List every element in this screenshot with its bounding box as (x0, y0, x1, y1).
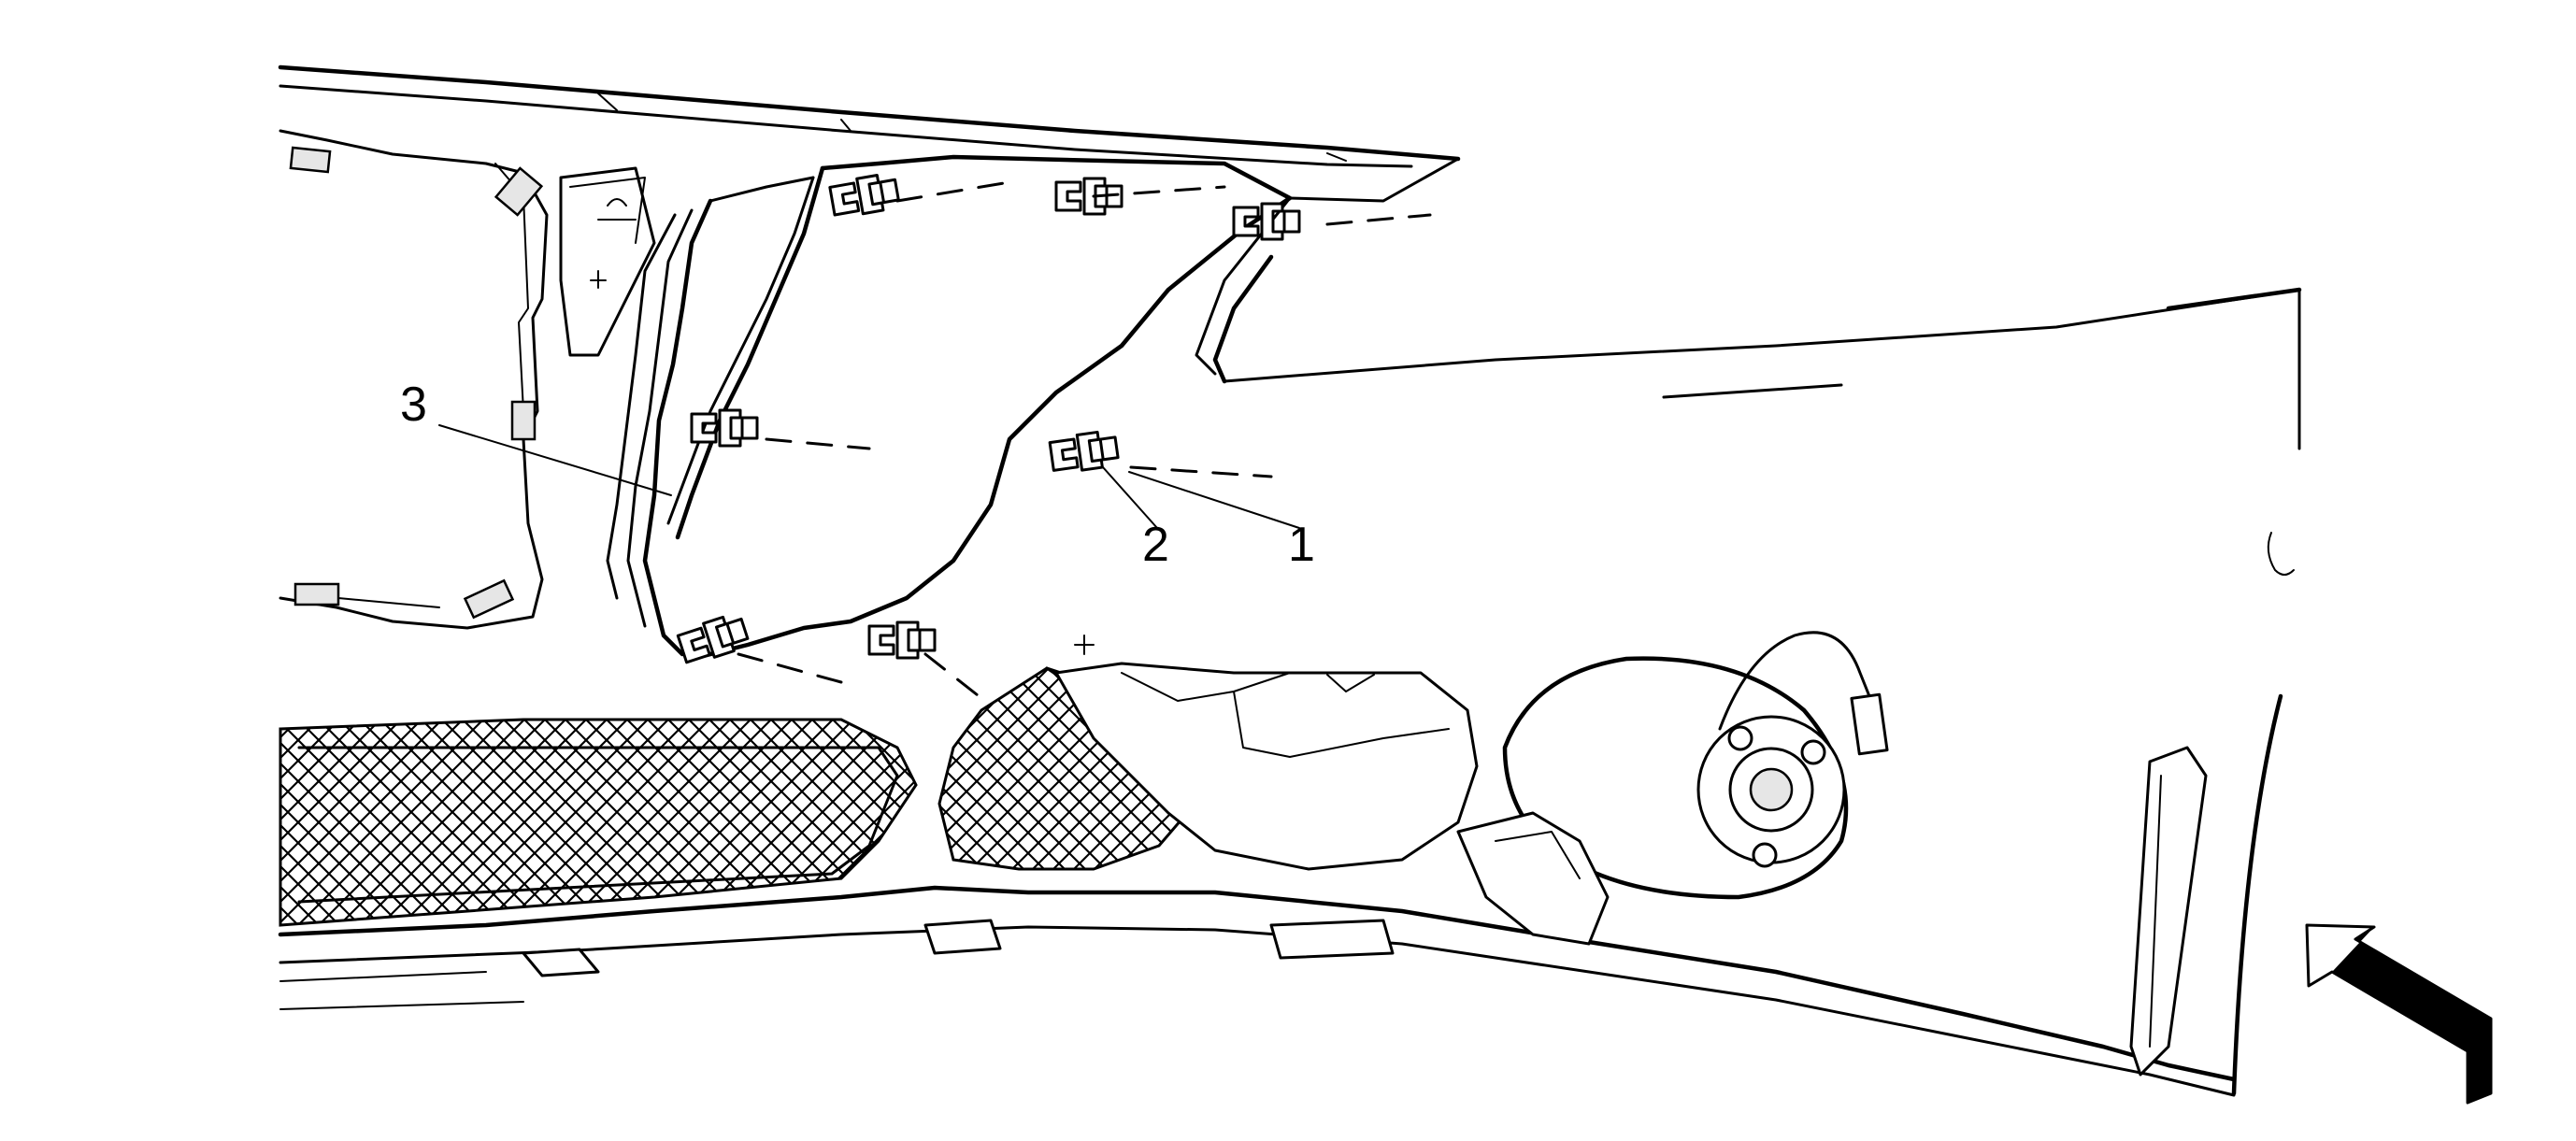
lower-mesh-grille-left (279, 718, 918, 927)
callout-clip-pair (1048, 428, 1273, 478)
upper-fascia-edge (278, 64, 1461, 168)
leader-lines (438, 424, 1300, 529)
side-clips-left (675, 408, 993, 707)
grille-surround (606, 165, 825, 657)
front-view-arrow-icon (2305, 923, 2493, 1105)
right-side-bracket (1456, 746, 2208, 1077)
lower-fascia (278, 885, 2237, 1097)
upper-clips (827, 170, 1432, 241)
grille-opening-outline (689, 154, 1293, 662)
leader-line-1 (1128, 471, 1300, 529)
left-grille-housing (279, 129, 549, 630)
leader-line-3 (438, 424, 672, 496)
lower-duct-bracket (1054, 635, 1479, 871)
callout-1: 1 (1288, 518, 1315, 572)
center-bracket (559, 166, 656, 357)
fog-lamp (1696, 631, 1889, 868)
fender-edge (2231, 288, 2301, 1096)
callout-2: 2 (1142, 518, 1169, 572)
callout-3: 3 (400, 378, 427, 432)
hood-fender-lines (1212, 157, 2302, 576)
leader-line-2 (1102, 466, 1158, 529)
